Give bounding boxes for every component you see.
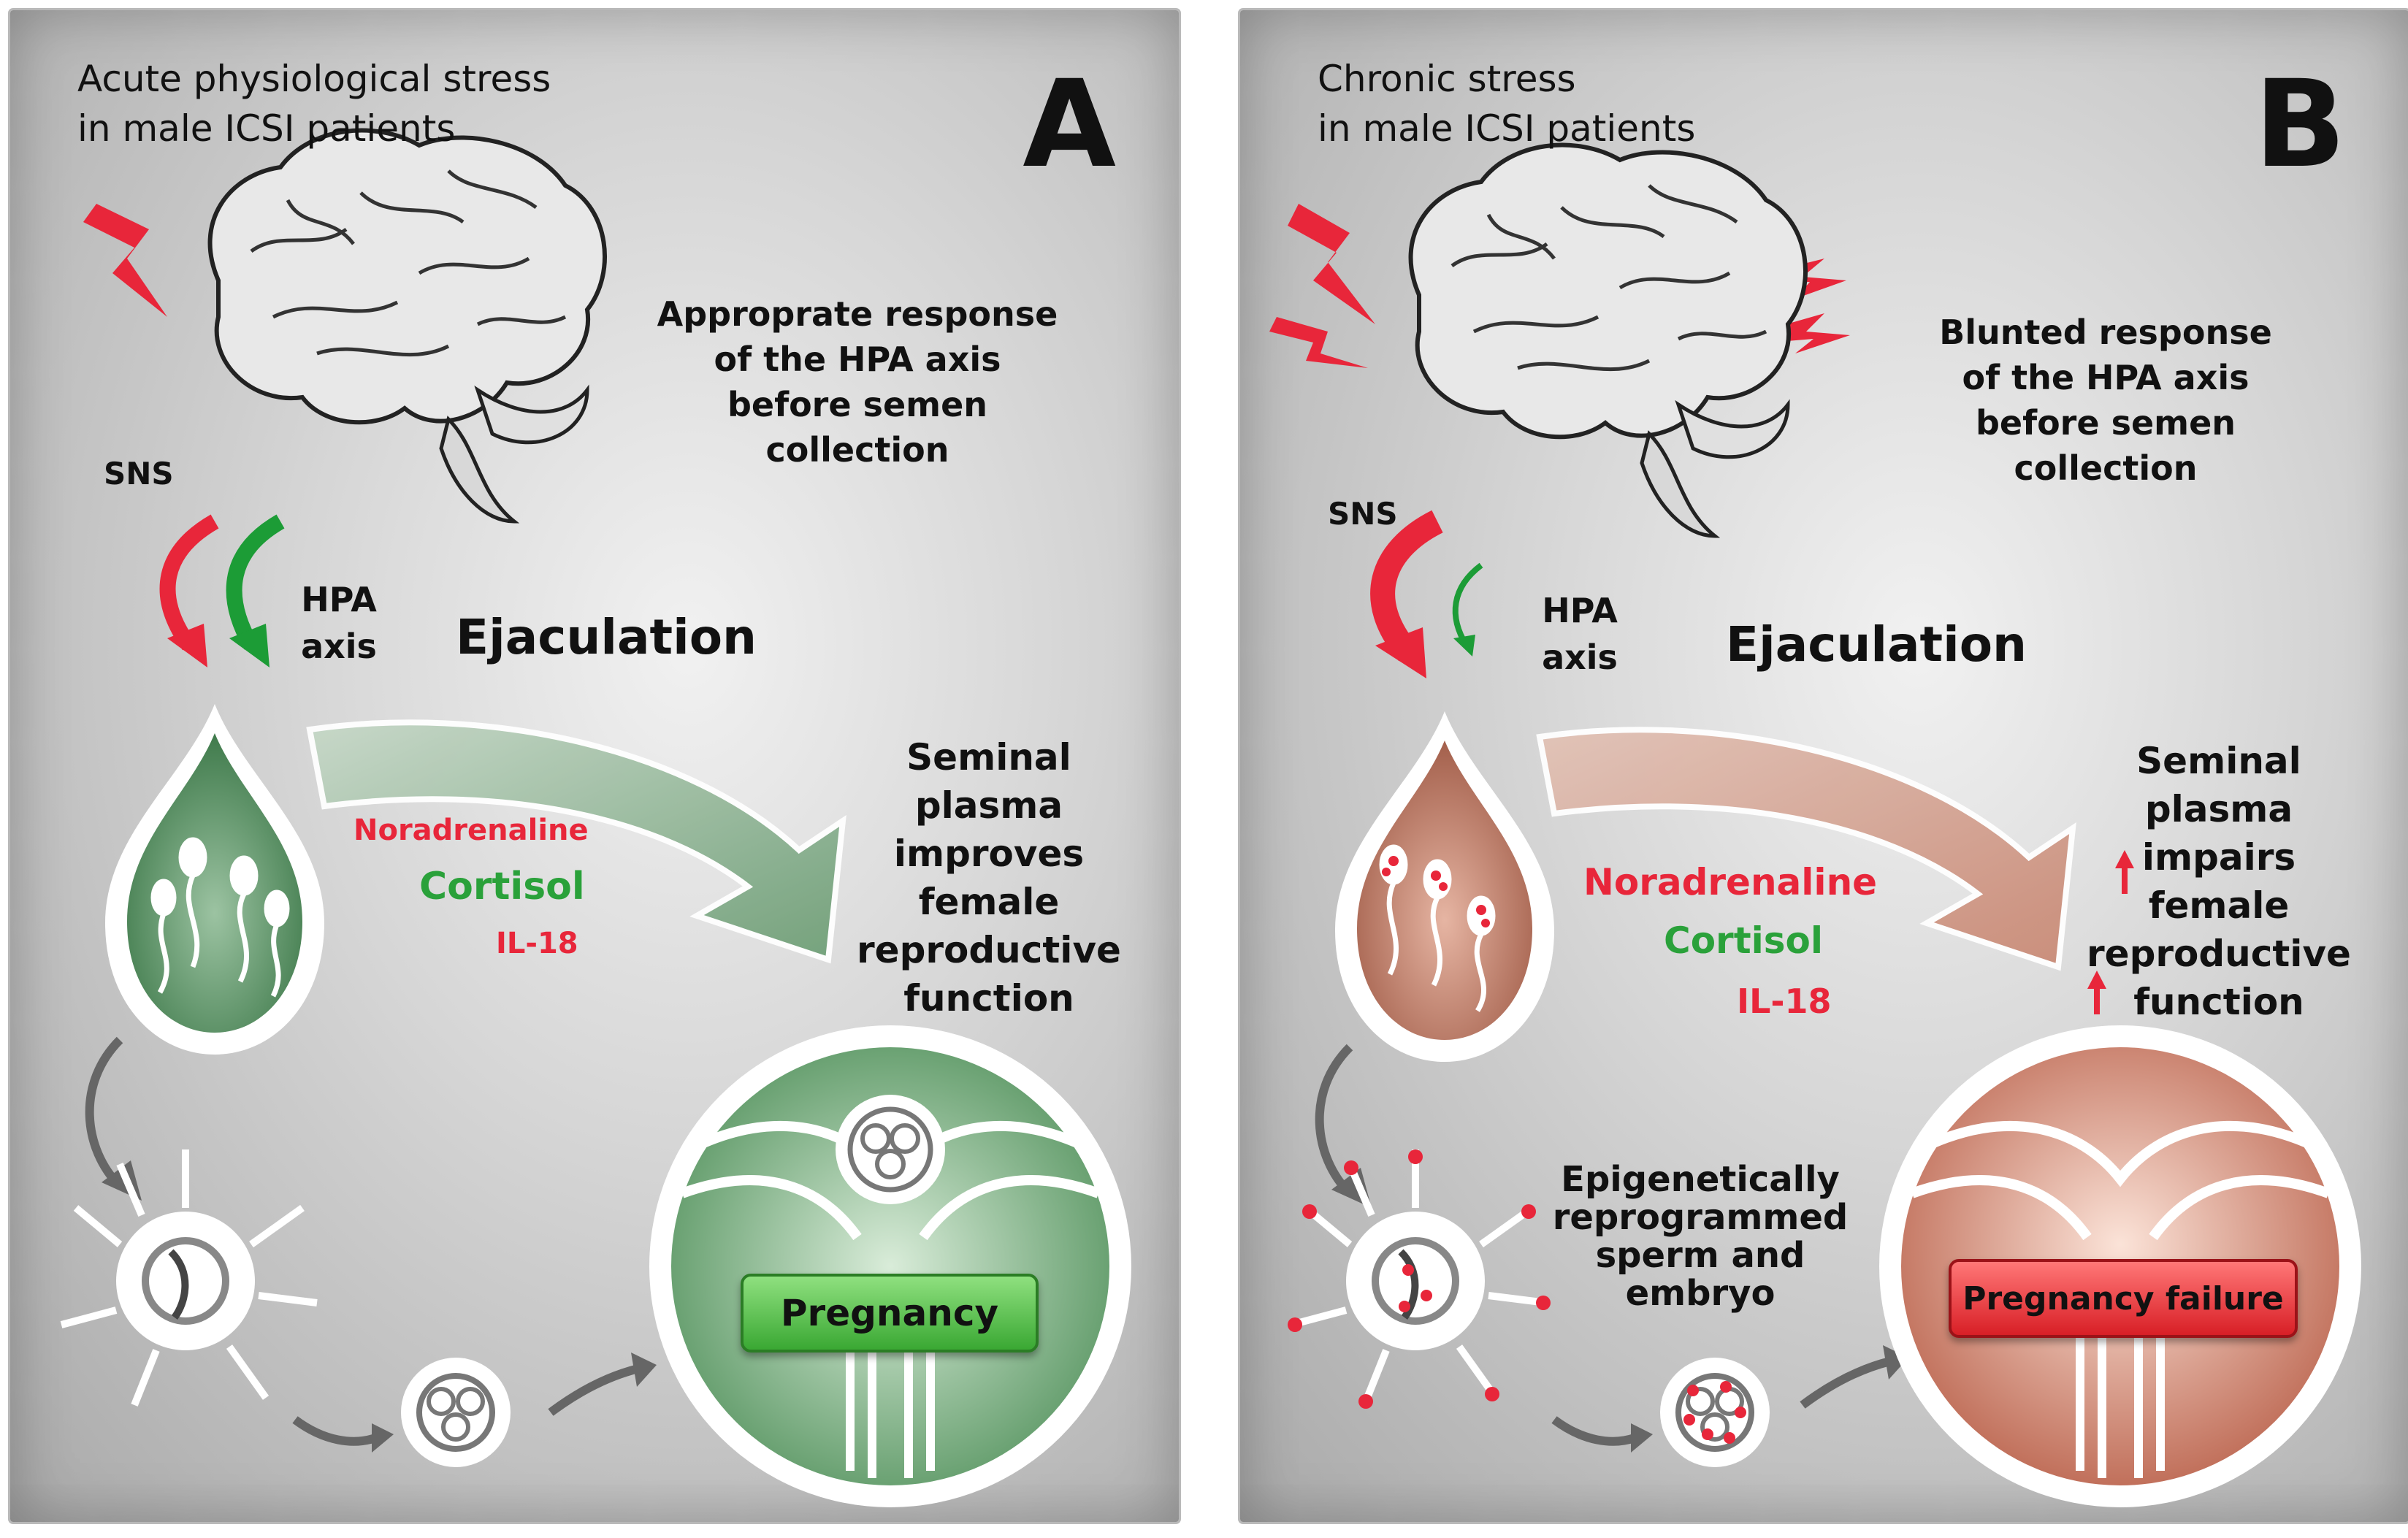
cortisol-label: Cortisol xyxy=(419,865,585,908)
hpa-arrow xyxy=(1452,562,1483,648)
il18-label: IL-18 xyxy=(496,927,578,960)
hpa-arrow xyxy=(226,514,285,650)
sns-label: SNS xyxy=(104,456,174,491)
ejaculation-label: Ejaculation xyxy=(456,609,757,665)
oocyte-icon xyxy=(1288,1149,1551,1409)
flow-arrow-to-uterus xyxy=(306,719,846,964)
oocyte-icon xyxy=(60,1149,318,1407)
drop-icon xyxy=(105,704,324,1055)
flow-arrow-to-embryo xyxy=(1551,1416,1636,1446)
up-arrow-icon xyxy=(2087,971,2106,1014)
flow-arrow-to-uterus-small xyxy=(1800,1357,1892,1409)
lightning-icon xyxy=(1269,317,1368,368)
embryo-icon xyxy=(1660,1358,1770,1467)
sns-arrow xyxy=(159,514,219,651)
il18-label: IL-18 xyxy=(1737,982,1832,1021)
sperm-damage-dots xyxy=(1382,856,1490,927)
ejaculation-label: Ejaculation xyxy=(1726,616,2027,673)
embryo-icon xyxy=(401,1358,511,1467)
cortisol-label: Cortisol xyxy=(1664,919,1823,962)
uterus-icon xyxy=(649,1025,1131,1507)
pregnancy-failure-badge: Pregnancy failure xyxy=(1949,1259,2298,1338)
flow-arrow-to-embryo xyxy=(292,1416,377,1446)
hpa-response-text: Blunted response of the HPA axis before … xyxy=(1939,313,2272,488)
sns-label: SNS xyxy=(1328,496,1398,532)
title-line-2: in male ICSI patients xyxy=(77,107,456,150)
flow-arrow-to-oocyte xyxy=(85,1036,123,1190)
pregnancy-badge: Pregnancy xyxy=(741,1274,1039,1353)
sns-arrow xyxy=(1370,510,1443,662)
panel-chronic-stress: Chronic stress in male ICSI patients B B… xyxy=(1240,10,2408,1522)
up-arrow-icon xyxy=(2115,850,2134,894)
panel-b-artwork xyxy=(1269,142,2361,1507)
panel-a-title: Acute physiological stress in male ICSI … xyxy=(77,54,551,153)
lightning-icon xyxy=(1288,204,1375,324)
hpa-response-text: Approprate response of the HPA axis befo… xyxy=(657,294,1058,470)
panel-a-artwork xyxy=(60,128,1131,1507)
brain-icon xyxy=(207,128,607,524)
title-line-2: in male ICSI patients xyxy=(1318,107,1696,150)
title-line-1: Chronic stress xyxy=(1318,58,1576,100)
lightning-icon xyxy=(83,204,167,317)
noradrenaline-label: Noradrenaline xyxy=(1583,861,1878,903)
brain-icon xyxy=(1408,142,1808,538)
panel-b-title: Chronic stress in male ICSI patients xyxy=(1318,54,1695,153)
sperm-icon xyxy=(150,837,290,998)
flow-arrow-to-oocyte xyxy=(1315,1044,1353,1197)
flow-arrow-to-uterus-small xyxy=(548,1364,640,1416)
panel-letter: B xyxy=(2254,54,2346,194)
panel-letter: A xyxy=(1023,54,1116,194)
panel-acute-stress: Acute physiological stress in male ICSI … xyxy=(10,10,1179,1522)
title-line-1: Acute physiological stress xyxy=(77,58,551,100)
flow-arrow-to-uterus xyxy=(1536,727,2076,971)
noradrenaline-label: Noradrenaline xyxy=(353,814,589,847)
